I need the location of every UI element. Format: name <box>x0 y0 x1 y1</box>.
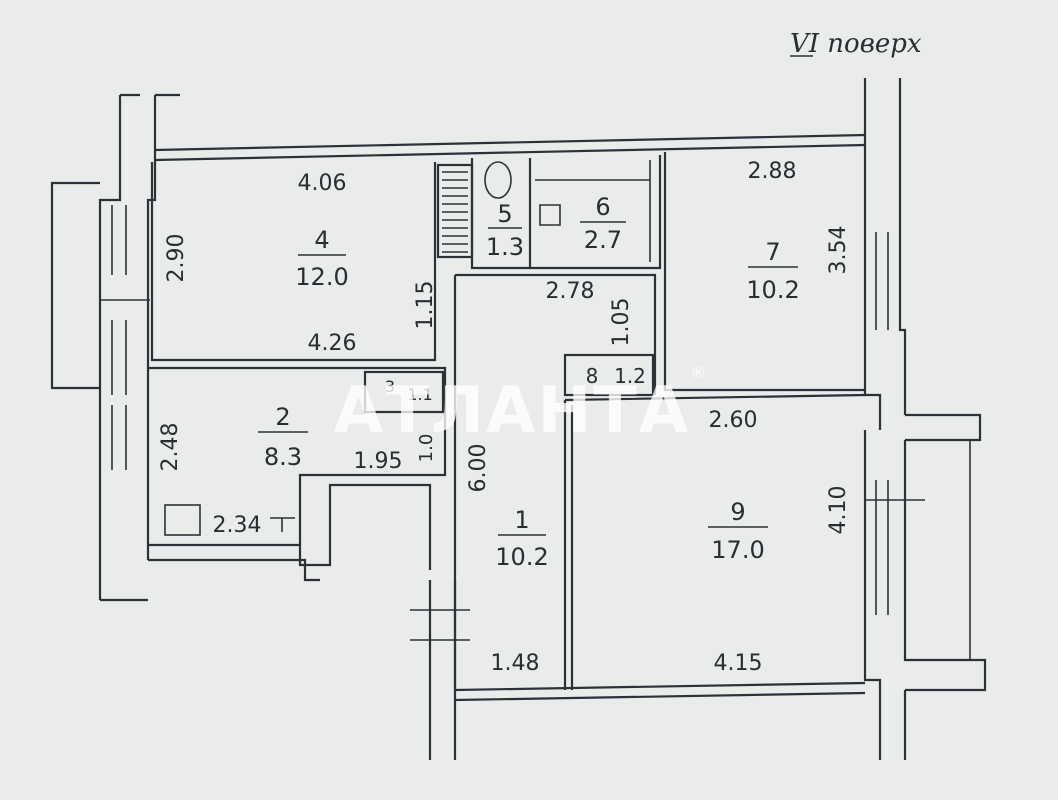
room-number: 5 <box>497 200 512 228</box>
dimension: 2.88 <box>748 159 797 184</box>
room-2: 2 8.3 <box>258 403 308 471</box>
dimension: 6.00 <box>466 444 491 493</box>
room-number: 8 <box>586 364 599 388</box>
room-area: 2.7 <box>584 226 622 254</box>
room-area: 1.2 <box>614 364 646 388</box>
watermark: АТЛАНТА <box>334 374 691 448</box>
dimension: 3.54 <box>826 226 851 275</box>
room-4: 4 12.0 <box>295 226 348 291</box>
room-6: 6 2.7 <box>580 193 626 254</box>
room-number: 6 <box>595 193 610 221</box>
dimension: 2.90 <box>164 234 189 283</box>
dimension: 2.48 <box>158 423 183 472</box>
room-8: 8 1.2 <box>586 364 646 388</box>
room-number: 2 <box>275 403 290 431</box>
room-area: 17.0 <box>711 536 764 564</box>
room-area: 10.2 <box>746 276 799 304</box>
room-3: 3 1.1 <box>385 377 433 404</box>
watermark-registered-mark: ® <box>690 363 706 382</box>
room-5: 5 1.3 <box>486 200 524 261</box>
room-area: 1.1 <box>407 385 432 404</box>
room-area: 10.2 <box>495 543 548 571</box>
room-9: 9 17.0 <box>708 498 768 564</box>
room-number: 4 <box>314 226 329 254</box>
room-area: 8.3 <box>264 443 302 471</box>
dimension: 1.15 <box>413 281 438 330</box>
room-7: 7 10.2 <box>746 238 799 304</box>
dimension: 1.95 <box>354 449 403 474</box>
dimension: 2.78 <box>546 279 595 304</box>
dimension: 1.0 <box>416 434 437 463</box>
dimension: 1.48 <box>491 651 540 676</box>
walls <box>50 78 987 760</box>
room-number: 1 <box>514 506 529 534</box>
room-1: 1 10.2 <box>495 506 548 571</box>
room-number: 7 <box>765 238 780 266</box>
dimension: 1.05 <box>609 298 634 347</box>
room-number: 9 <box>730 498 745 526</box>
floor-label: VI поверх <box>790 29 922 59</box>
dimension: 2.34 <box>213 513 262 538</box>
dimensions: 4.06 2.90 4.26 1.15 2.88 3.54 2.78 1.05 … <box>158 159 851 676</box>
dimension: 2.60 <box>709 408 758 433</box>
dimension: 4.15 <box>714 651 763 676</box>
room-number: 3 <box>385 377 395 396</box>
dimension: 4.26 <box>308 331 357 356</box>
dimension: 4.06 <box>298 171 347 196</box>
room-area: 1.3 <box>486 233 524 261</box>
dimension: 4.10 <box>826 486 851 535</box>
room-area: 12.0 <box>295 263 348 291</box>
